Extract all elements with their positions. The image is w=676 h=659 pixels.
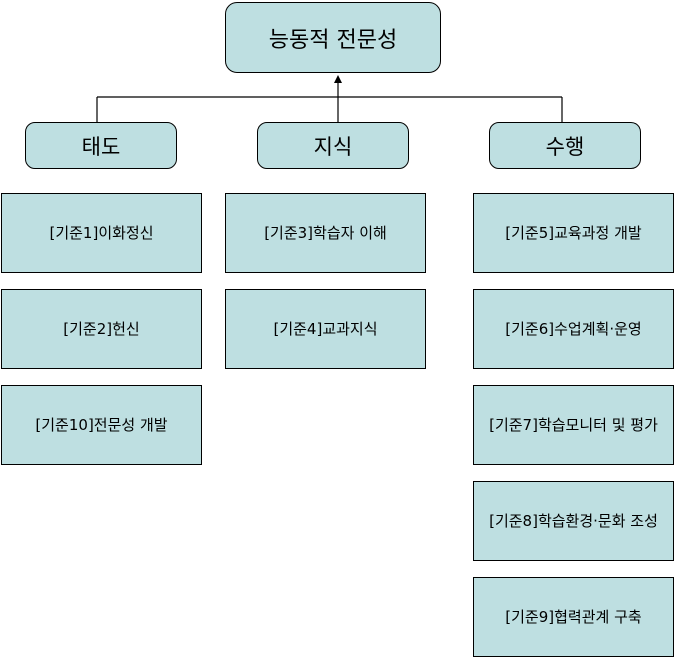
- standard-box: [기준9]협력관계 구축: [473, 577, 674, 657]
- standard-box: [기준7]학습모니터 및 평가: [473, 385, 674, 465]
- category-knowledge: 지식: [257, 122, 409, 169]
- standard-label: [기준3]학습자 이해: [264, 224, 387, 242]
- standard-label: [기준5]교육과정 개발: [505, 224, 642, 242]
- standard-box: [기준10]전문성 개발: [1, 385, 202, 465]
- standard-label: [기준4]교과지식: [273, 320, 378, 338]
- category-performance: 수행: [489, 122, 641, 169]
- standard-box: [기준1]이화정신: [1, 193, 202, 273]
- root-label: 능동적 전문성: [268, 27, 398, 53]
- standard-label: [기준1]이화정신: [49, 224, 154, 242]
- standard-box: [기준5]교육과정 개발: [473, 193, 674, 273]
- category-performance-label: 수행: [545, 134, 585, 159]
- root-node: 능동적 전문성: [225, 2, 441, 73]
- standard-label: [기준10]전문성 개발: [35, 416, 168, 434]
- standard-label: [기준9]협력관계 구축: [505, 608, 642, 626]
- standard-label: [기준7]학습모니터 및 평가: [489, 416, 658, 434]
- category-knowledge-label: 지식: [313, 134, 353, 159]
- standard-label: [기준6]수업계획·운영: [505, 320, 642, 338]
- standard-box: [기준6]수업계획·운영: [473, 289, 674, 369]
- category-attitude: 태도: [25, 122, 177, 169]
- standard-label: [기준8]학습환경·문화 조성: [489, 512, 658, 530]
- standard-box: [기준2]헌신: [1, 289, 202, 369]
- category-attitude-label: 태도: [81, 134, 121, 159]
- standard-box: [기준8]학습환경·문화 조성: [473, 481, 674, 561]
- standard-box: [기준3]학습자 이해: [225, 193, 426, 273]
- standard-label: [기준2]헌신: [63, 320, 140, 338]
- standard-box: [기준4]교과지식: [225, 289, 426, 369]
